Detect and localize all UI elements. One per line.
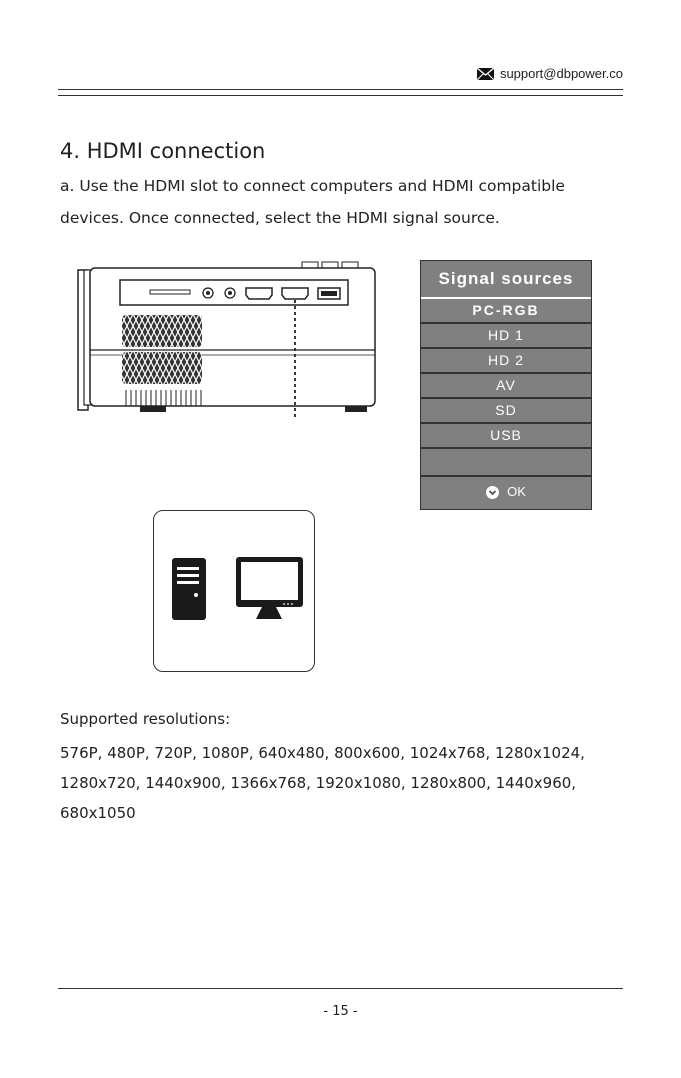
hdmi-port-2 xyxy=(281,287,309,300)
menu-item-hd2[interactable]: HD 2 xyxy=(421,349,591,374)
signal-sources-menu: Signal sources PC-RGB HD 1 HD 2 AV SD US… xyxy=(420,260,592,510)
projector-illustration xyxy=(77,261,376,420)
sd-card-slot xyxy=(149,289,191,295)
menu-title: Signal sources xyxy=(421,261,591,299)
computer-illustration xyxy=(172,557,303,620)
email-contact: support@dbpower.co xyxy=(476,66,623,81)
page-number: - 15 - xyxy=(323,1004,358,1019)
instruction-paragraph: a. Use the HDMI slot to connect computer… xyxy=(60,177,565,227)
chevron-down-circle-icon xyxy=(486,485,500,499)
menu-item-sd[interactable]: SD xyxy=(421,399,591,424)
resolutions-list: 576P, 480P, 720P, 1080P, 640x480, 800x60… xyxy=(60,744,585,822)
header-rule xyxy=(58,89,623,90)
menu-ok-row[interactable]: OK xyxy=(421,477,591,507)
header-rule-2 xyxy=(58,95,623,96)
menu-item-av[interactable]: AV xyxy=(421,374,591,399)
menu-item-hd1[interactable]: HD 1 xyxy=(421,324,591,349)
computer-device-box xyxy=(153,510,315,672)
pc-tower-icon xyxy=(172,558,206,620)
resolutions-title: Supported resolutions: xyxy=(60,710,231,728)
hdmi-port-1 xyxy=(245,287,273,300)
menu-item-empty xyxy=(421,449,591,477)
ok-label: OK xyxy=(507,484,526,499)
email-address: support@dbpower.co xyxy=(499,66,623,81)
menu-item-usb[interactable]: USB xyxy=(421,424,591,449)
menu-item-pc-rgb[interactable]: PC-RGB xyxy=(421,299,591,324)
envelope-icon xyxy=(476,67,494,80)
section-title: 4. HDMI connection xyxy=(60,139,266,164)
footer-rule xyxy=(58,988,623,989)
